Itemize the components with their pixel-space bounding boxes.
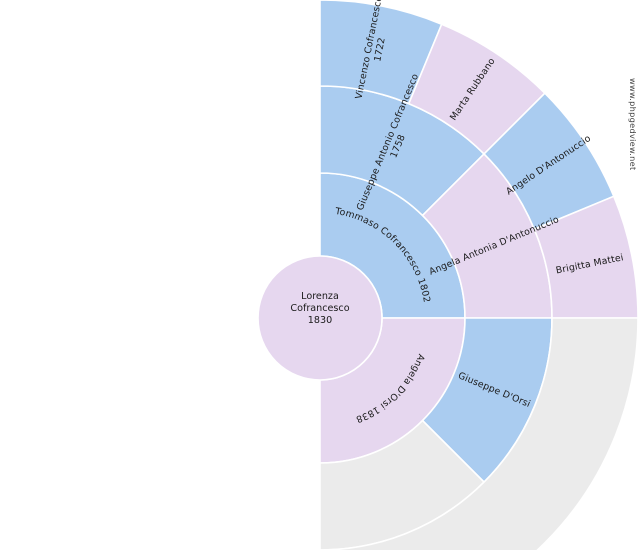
empty-segment [319,317,639,550]
segments-layer [319,0,639,550]
center-person-text: Cofrancesco [290,303,349,314]
center-person-text: Lorenza [301,291,339,302]
watermark-text: www.phpgedview.net [628,78,638,171]
center-person-text: 1830 [308,315,332,326]
center-person-circle[interactable] [257,255,383,381]
